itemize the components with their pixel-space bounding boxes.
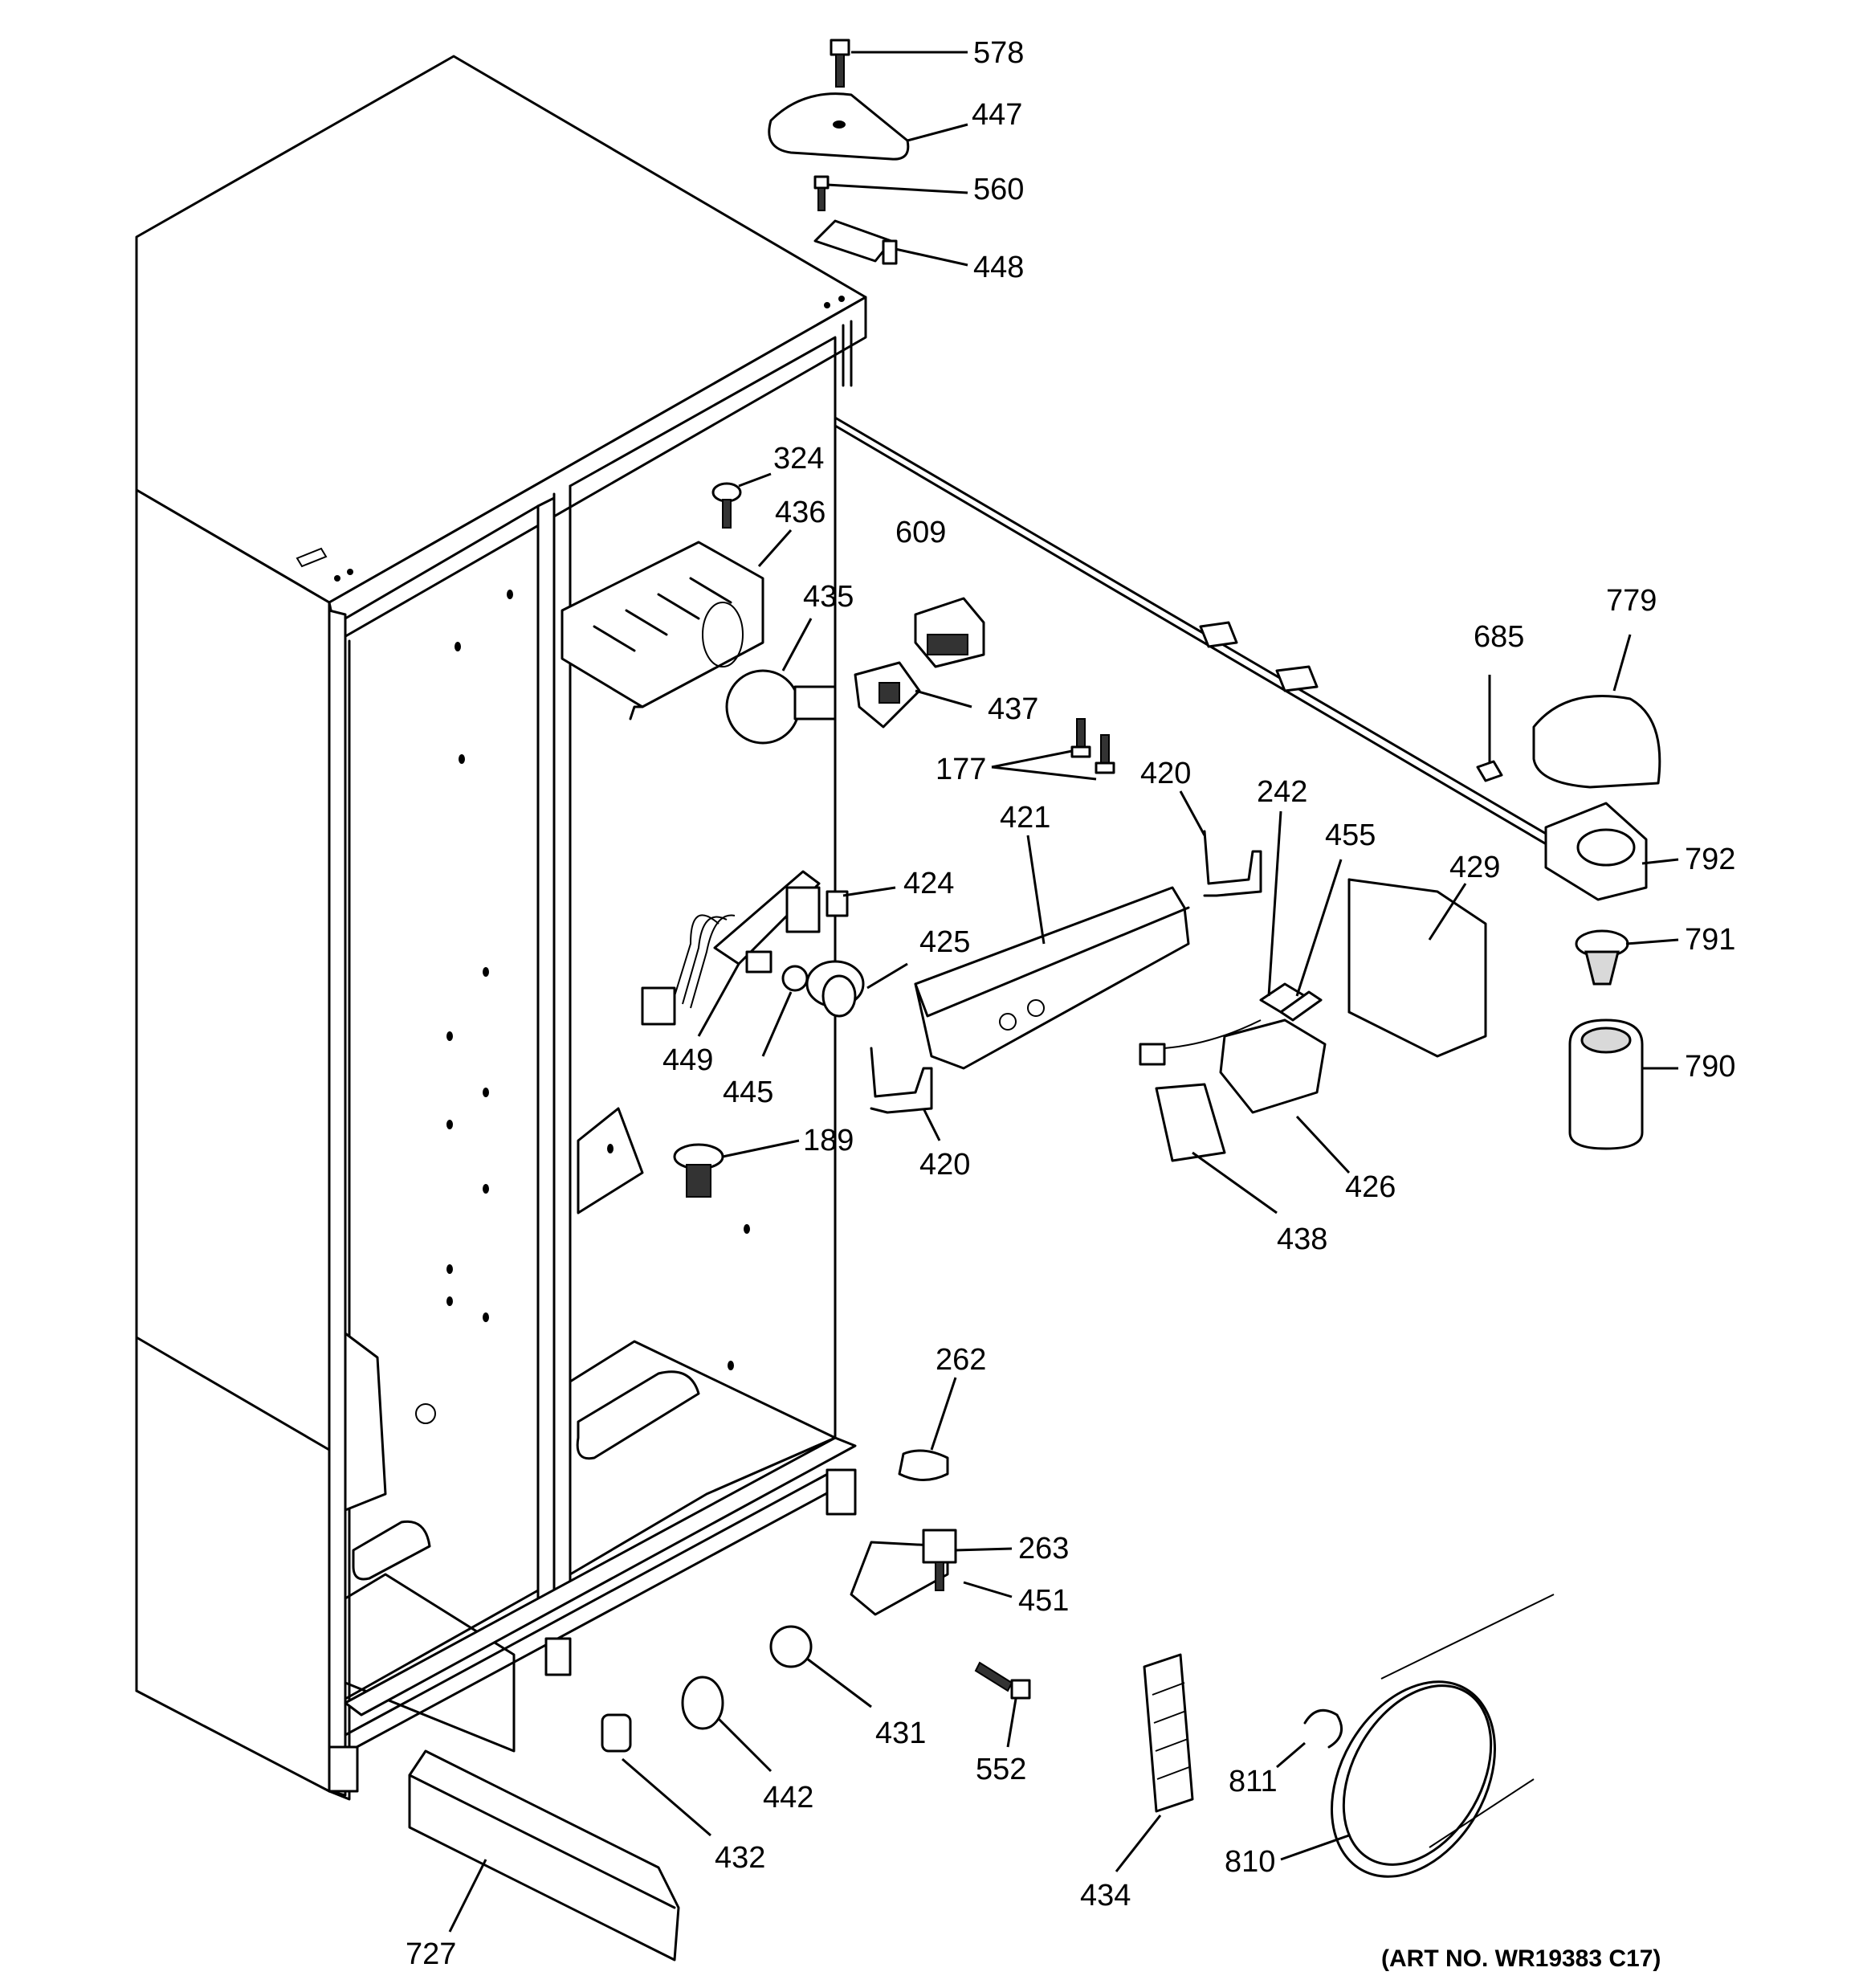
label-727: 727 [406, 1937, 456, 1971]
housing-box-icon [1347, 878, 1487, 1058]
label-432: 432 [715, 1841, 765, 1875]
label-552: 552 [976, 1753, 1026, 1786]
label-263: 263 [1018, 1532, 1069, 1565]
small-screw-icon [1476, 760, 1503, 782]
label-455: 455 [1325, 818, 1376, 852]
label-177: 177 [936, 753, 986, 786]
leader-lines [448, 51, 1679, 1933]
label-449: 449 [662, 1043, 713, 1077]
vent-grille-icon [1143, 1653, 1194, 1813]
label-421: 421 [1000, 801, 1050, 835]
label-779: 779 [1606, 584, 1657, 618]
label-426: 426 [1345, 1170, 1396, 1204]
label-810: 810 [1225, 1845, 1275, 1879]
hinge-bolt-icon [974, 1661, 1031, 1700]
label-425: 425 [919, 925, 970, 959]
label-790: 790 [1685, 1050, 1735, 1084]
light-bulb-icon [725, 669, 837, 745]
label-434: 434 [1080, 1879, 1131, 1912]
filter-bypass-icon [1575, 929, 1629, 986]
water-tube-icon [834, 416, 1592, 869]
label-324: 324 [773, 442, 824, 476]
art-number: (ART NO. WR19383 C17) [1381, 1945, 1661, 1972]
sensor-icon [1279, 990, 1323, 1022]
hinge-screw-icon [813, 175, 830, 211]
label-442: 442 [763, 1781, 813, 1815]
label-811: 811 [1229, 1765, 1278, 1798]
label-431: 431 [875, 1717, 926, 1750]
label-436: 436 [775, 496, 826, 529]
plug-icon [673, 1143, 724, 1198]
bottom-hinge-icon [850, 1529, 957, 1616]
washer-icon [681, 1676, 724, 1730]
label-578: 578 [973, 36, 1024, 70]
control-harness-icon [641, 870, 849, 1026]
dispenser-module-icon [1139, 1018, 1327, 1114]
label-242: 242 [1257, 775, 1307, 809]
screw-icon [830, 39, 850, 88]
label-189: 189 [803, 1124, 854, 1157]
clip-lower-icon [870, 1047, 933, 1114]
control-knob-icon [805, 960, 865, 1018]
coiled-tubing-icon [1331, 1594, 1555, 1878]
label-437: 437 [988, 692, 1038, 726]
label-685: 685 [1474, 620, 1524, 654]
label-791: 791 [1685, 923, 1735, 957]
filter-head-icon [1544, 802, 1648, 901]
light-socket-icon [854, 661, 921, 729]
water-filter-icon [1568, 1018, 1644, 1150]
label-429: 429 [1449, 851, 1500, 884]
bushing-plate-icon [898, 1449, 949, 1481]
spacer-icon [781, 965, 809, 992]
label-435: 435 [803, 580, 854, 614]
label-451: 451 [1018, 1584, 1069, 1618]
door-switch-icon [914, 597, 985, 668]
label-424: 424 [903, 867, 954, 900]
refrigerator-cabinet [135, 55, 867, 1801]
filter-cap-icon [1532, 695, 1661, 789]
clip-upper-icon [1203, 830, 1262, 897]
label-448: 448 [973, 251, 1024, 284]
part-number-labels: 578 447 560 448 324 436 609 435 437 779 … [406, 36, 1735, 1972]
label-792: 792 [1685, 843, 1735, 876]
top-hinge-icon [813, 219, 898, 265]
label-420-upper: 420 [1140, 757, 1191, 790]
push-pin-icon [711, 482, 742, 529]
label-609: 609 [895, 516, 946, 549]
light-housing-icon [561, 541, 764, 720]
control-screws-icon [1070, 718, 1115, 774]
label-262: 262 [936, 1343, 986, 1377]
tube-clamp-icon [1303, 1708, 1343, 1749]
label-560: 560 [973, 173, 1024, 206]
kick-plate-icon [408, 1749, 680, 1961]
label-447: 447 [972, 98, 1022, 132]
display-bezel-icon [1155, 1083, 1226, 1162]
label-420-lower: 420 [919, 1148, 970, 1182]
bushing-icon [769, 1625, 813, 1668]
label-438: 438 [1277, 1223, 1327, 1256]
control-housing-icon [914, 886, 1190, 1070]
roller-icon [601, 1713, 632, 1753]
label-445: 445 [723, 1076, 773, 1109]
